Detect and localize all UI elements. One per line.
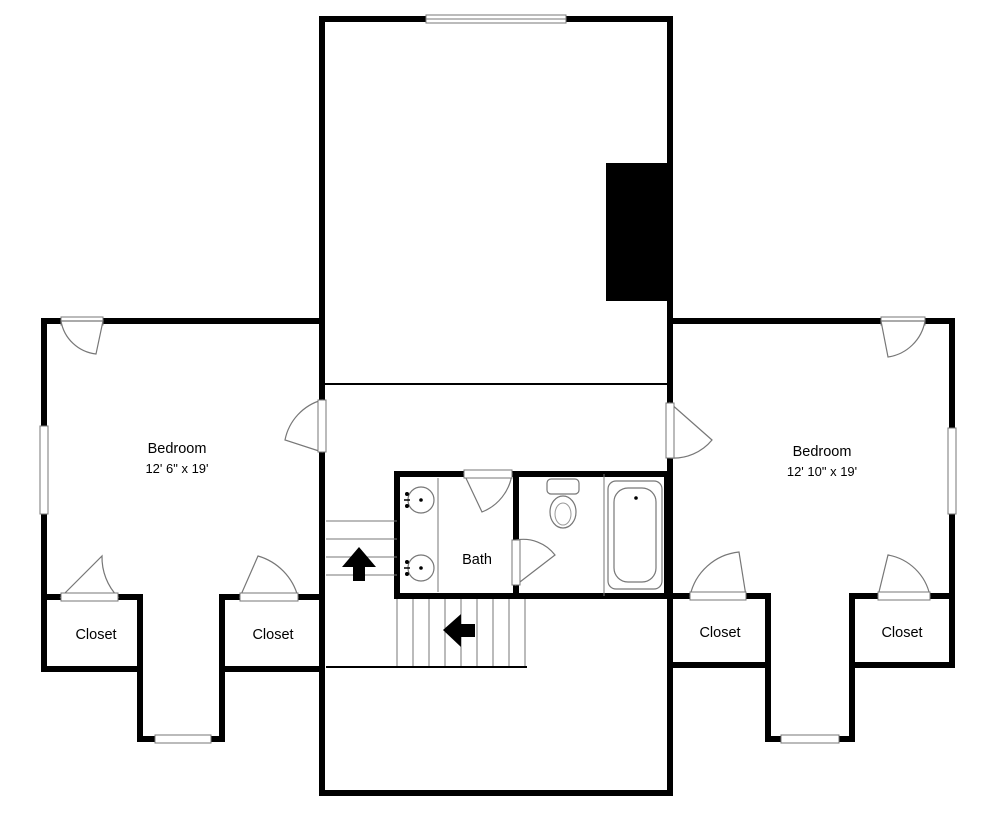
door-right-bedroom <box>669 401 713 459</box>
door-closet-4-jamb <box>877 591 931 601</box>
door-right-bedroom-jamb <box>665 402 675 459</box>
door-closet-4 <box>877 554 931 597</box>
door-closet-1-jamb <box>60 592 119 602</box>
chimney <box>606 163 670 301</box>
central-section-walls <box>319 16 673 796</box>
bedroom-right-dimensions: 12' 10" x 19' <box>787 464 857 479</box>
closet-label-1: Closet <box>75 627 116 643</box>
bedroom-right-label: Bedroom <box>793 444 852 460</box>
door-left-bedroom-jamb <box>317 399 327 453</box>
door-closet-1 <box>59 554 120 598</box>
window-right-bottom <box>780 734 840 744</box>
bedroom-left-label: Bedroom <box>148 441 207 457</box>
window-left-bottom <box>154 734 212 744</box>
bedroom-left-dimensions: 12' 6" x 19' <box>145 461 208 476</box>
bath-label: Bath <box>462 552 492 568</box>
door-closet-3 <box>689 551 747 597</box>
closet-label-3: Closet <box>699 625 740 641</box>
door-bath-vanity-jamb <box>463 469 513 479</box>
left-wing-walls <box>41 318 322 742</box>
door-bath-toilet <box>515 538 556 587</box>
door-closet-2 <box>239 555 299 598</box>
door-closet-2-jamb <box>239 592 299 602</box>
bathtub <box>607 480 663 590</box>
sink-upper <box>404 486 435 514</box>
door-bath-toilet-jamb <box>511 539 521 586</box>
stairs-lower <box>396 599 526 667</box>
sink-lower <box>404 554 435 582</box>
stair-arrow-left <box>443 614 475 647</box>
window-top <box>425 14 567 24</box>
door-bath-vanity <box>463 473 513 513</box>
toilet <box>546 478 580 529</box>
door-left-bedroom <box>284 399 323 453</box>
door-closet-3-jamb <box>689 591 747 601</box>
door-left-bedroom-exterior <box>60 320 104 355</box>
closet-label-4: Closet <box>881 625 922 641</box>
closet-label-2: Closet <box>252 627 293 643</box>
right-wing-walls <box>670 318 955 742</box>
window-right-side <box>947 427 957 515</box>
door-right-bedroom-exterior <box>880 320 926 358</box>
window-left-side <box>39 425 49 515</box>
stair-arrow-up <box>342 547 376 581</box>
